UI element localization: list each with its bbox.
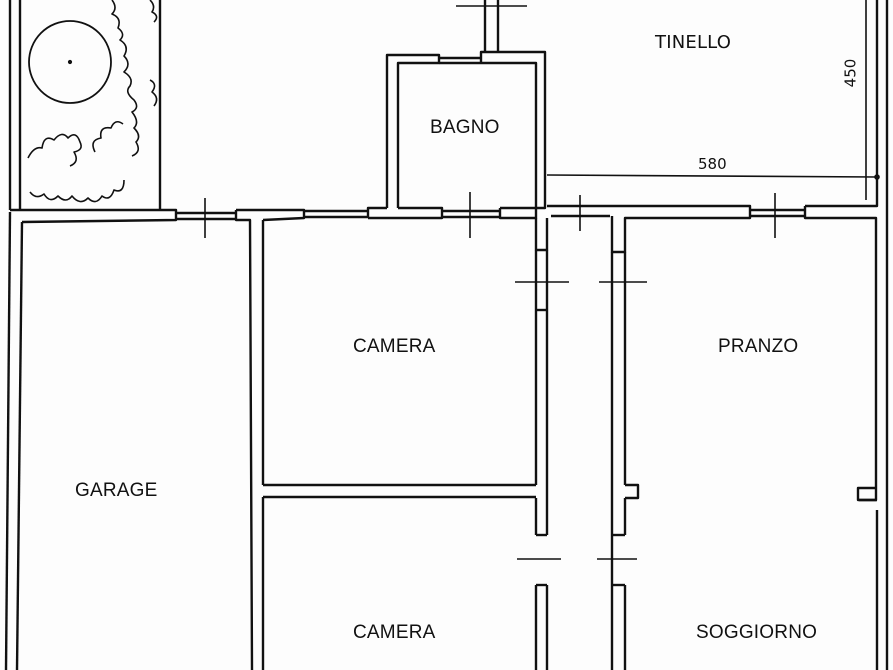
- tree-icon: [28, 20, 112, 104]
- opening-ticks: [204, 5, 776, 560]
- room-label-garage: GARAGE: [75, 480, 158, 501]
- room-label-tinello: TINELLO: [655, 32, 732, 53]
- room-label-camera-lower: CAMERA: [353, 622, 436, 643]
- wall-main-horizontal: [10, 0, 889, 670]
- room-label-bagno: BAGNO: [430, 117, 500, 138]
- bagno-walls: [385, 0, 547, 210]
- dimension-lines: [546, 0, 880, 200]
- room-label-pranzo: PRANZO: [718, 336, 799, 357]
- corridor-walls: [534, 250, 640, 670]
- room-label-camera-upper: CAMERA: [353, 336, 436, 357]
- shrub-icon: [27, 0, 158, 203]
- camera-divider-wall: [261, 483, 536, 670]
- room-label-soggiorno: SOGGIORNO: [696, 622, 818, 643]
- outer-wall-left: [4, 0, 24, 670]
- dimension-label-depth: 450: [841, 58, 860, 88]
- dimension-label-width: 580: [698, 155, 727, 173]
